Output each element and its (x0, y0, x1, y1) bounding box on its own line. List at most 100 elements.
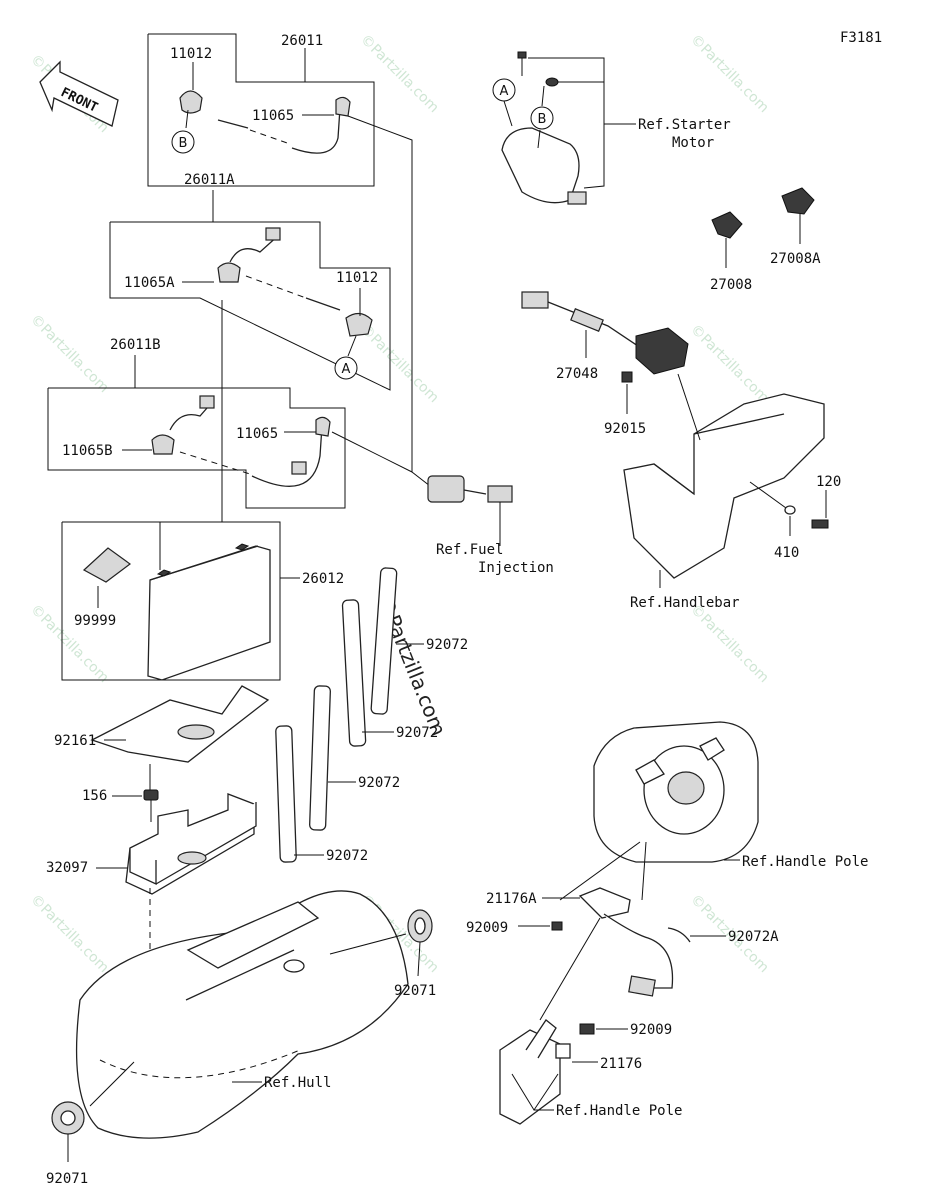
ref-fuel-injection-line1: Ref.Fuel (436, 542, 503, 558)
ref-fuel-injection-line2: Injection (478, 560, 554, 576)
label-410: 410 (774, 545, 799, 561)
watermark-text: ©Partzilla.com (357, 322, 442, 407)
label-92072-4: 92072 (326, 848, 368, 864)
label-92071-right: 92071 (394, 983, 436, 999)
packet-99999 (82, 547, 132, 583)
battery-group: 99999 26012 (61, 521, 344, 681)
label-26011B: 26011B (110, 337, 161, 353)
bolt-156 (143, 789, 159, 801)
handle-pole-lower-plate (499, 1029, 561, 1125)
label-92009-right: 92009 (630, 1022, 672, 1038)
handle-pole-lower-group: 21176A 92009 92072A 92009 21176 Ref.Hand… (466, 887, 779, 1125)
label-27008: 27008 (710, 277, 752, 293)
cable-26011B-group: 26011B 11065B 11065 (47, 300, 346, 522)
label-21176A: 21176A (486, 891, 537, 907)
label-11065-top: 11065 (252, 108, 294, 124)
ref-handlebar: Ref.Handlebar (630, 595, 740, 611)
switch-body (635, 327, 689, 375)
terminal-cover-11065B (151, 434, 175, 455)
watermark-text: ©Partzilla.com (687, 32, 772, 117)
strap-92072-b (341, 599, 367, 747)
ref-starter-motor-line2: Motor (672, 135, 714, 151)
bolt-156-group: 156 (82, 788, 159, 822)
nut-92015 (621, 371, 633, 383)
starter-motor-ref-group: A B Ref.Starter Motor (492, 51, 731, 205)
terminal-cover-11065A (217, 262, 241, 283)
label-11012-mid: 11012 (336, 270, 378, 286)
hull-group: Ref.Hull (75, 890, 409, 1139)
label-26011: 26011 (281, 33, 323, 49)
screw-92009-right (579, 1023, 595, 1035)
handle-pole-upper-group: Ref.Handle Pole (559, 721, 868, 901)
tray-32097 (125, 793, 255, 895)
watermark-text: ©Partzilla.com (27, 312, 112, 397)
callout-b: B (179, 136, 188, 151)
label-92161: 92161 (54, 733, 96, 749)
callout-b-starter: B (538, 112, 547, 127)
plate-group: 92161 (54, 685, 270, 790)
handlebar-ref-group: Ref.Handlebar 410 120 (623, 373, 841, 611)
callout-a-starter: A (500, 84, 509, 99)
screw-120 (811, 519, 829, 529)
cable-26011-group: 26011 11012 B 11065 (147, 33, 375, 187)
washer-410 (784, 505, 796, 515)
ref-handle-pole-upper: Ref.Handle Pole (742, 854, 868, 870)
label-11065B: 11065B (62, 443, 113, 459)
label-11065-mid: 11065 (236, 426, 278, 442)
strap-92072-a (370, 567, 398, 715)
keys-group: 27008 27008A (710, 187, 821, 293)
label-27048: 27048 (556, 366, 598, 382)
label-26011A: 26011A (184, 172, 235, 188)
handlebar-cover (623, 393, 825, 579)
ref-starter-motor-line1: Ref.Starter (638, 117, 731, 133)
terminal-cover-11012 (179, 90, 203, 114)
connector-pole (628, 975, 656, 997)
relay-box (427, 475, 465, 503)
tray-group: 32097 (46, 793, 257, 1080)
screw-92009-left (551, 921, 563, 931)
ref-hull: Ref.Hull (264, 1075, 331, 1091)
label-21176: 21176 (600, 1056, 642, 1072)
label-32097: 32097 (46, 860, 88, 876)
terminal-cover-11012-mid (345, 312, 373, 337)
bracket-21176A (578, 887, 631, 919)
watermark-text: ©Partzilla.com (27, 892, 112, 977)
strap-92072-c (309, 685, 331, 831)
label-27008A: 27008A (770, 251, 821, 267)
strap-92072-d (275, 725, 297, 863)
key-27008 (711, 211, 743, 239)
label-92071-left: 92071 (46, 1171, 88, 1187)
label-11065A: 11065A (124, 275, 175, 291)
starter-motor (501, 127, 580, 204)
label-26012: 26012 (302, 571, 344, 587)
battery-26012 (147, 545, 271, 681)
label-92015: 92015 (604, 421, 646, 437)
figure-code: F3181 (840, 30, 882, 46)
label-92072-1: 92072 (426, 637, 468, 653)
label-99999: 99999 (74, 613, 116, 629)
key-27008A (781, 187, 815, 215)
cable-26011A-group: 26011A 11065A 11012 A (109, 172, 391, 391)
switch-27048-group: 27048 92015 (521, 291, 689, 437)
clamp-21176 (555, 1043, 571, 1059)
label-92009-left: 92009 (466, 920, 508, 936)
clip-92072A (667, 927, 691, 943)
straps-group: 92072 92072 92072 92072 (275, 567, 468, 864)
callout-a-circle (334, 356, 358, 380)
grommet-right-group: 92071 (329, 909, 436, 999)
callout-b-circle (171, 130, 195, 154)
watermark-text: ©Partzilla.com (357, 32, 442, 117)
label-92072-3: 92072 (358, 775, 400, 791)
fuel-injection-ref-group: Ref.Fuel Injection (331, 115, 554, 576)
label-92072A: 92072A (728, 929, 779, 945)
grommet-left-group: 92071 (46, 1061, 135, 1187)
label-156: 156 (82, 788, 107, 804)
label-92072-2: 92072 (396, 725, 438, 741)
front-arrow-icon: FRONT (39, 60, 119, 127)
watermark-text: ©Partzilla.com (687, 602, 772, 687)
callout-a: A (342, 362, 351, 377)
label-120: 120 (816, 474, 841, 490)
plate-92161 (90, 685, 270, 763)
